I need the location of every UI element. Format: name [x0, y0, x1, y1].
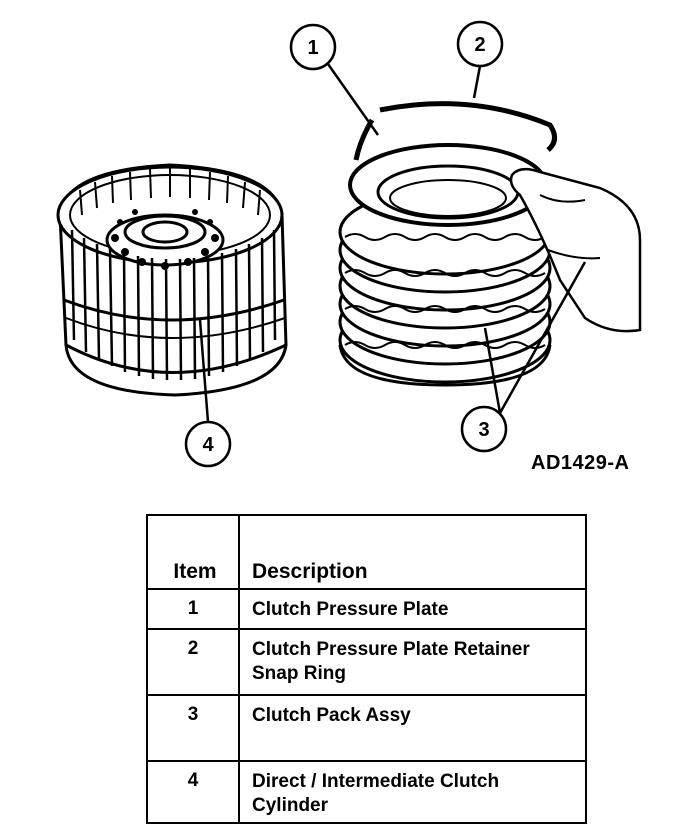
- figure-reference-code: AD1429-A: [531, 452, 630, 474]
- item-description: Clutch Pressure Plate Retainer Snap Ring: [238, 628, 587, 696]
- item-description: Clutch Pressure Plate: [238, 588, 587, 630]
- callout-2: 2: [456, 20, 504, 99]
- clutch-assembly-illustration: 1 2 3 4: [56, 20, 642, 468]
- description-column-header: Description: [238, 514, 587, 590]
- svg-text:4: 4: [202, 434, 214, 456]
- item-number: 2: [146, 628, 240, 696]
- item-number: 4: [146, 760, 240, 824]
- svg-text:1: 1: [307, 37, 318, 59]
- callout-4: 4: [184, 319, 232, 468]
- item-description: Clutch Pack Assy: [238, 694, 587, 762]
- table-row: 2 Clutch Pressure Plate Retainer Snap Ri…: [146, 628, 587, 696]
- clutch-cylinder-drawing: [56, 163, 288, 397]
- table-row: 1 Clutch Pressure Plate: [146, 588, 587, 630]
- table-row: 4 Direct / Intermediate Clutch Cylinder: [146, 760, 587, 824]
- callout-1: 1: [289, 23, 380, 136]
- callout-3: 3: [460, 261, 587, 453]
- parts-legend-table: Item Description 1 Clutch Pressure Plate…: [146, 514, 587, 824]
- item-description: Direct / Intermediate Clutch Cylinder: [238, 760, 587, 824]
- svg-text:2: 2: [474, 34, 485, 56]
- svg-text:3: 3: [478, 419, 489, 441]
- item-number: 1: [146, 588, 240, 630]
- table-row: 3 Clutch Pack Assy: [146, 694, 587, 762]
- legend-header-row: Item Description: [146, 514, 587, 590]
- item-number: 3: [146, 694, 240, 762]
- clutch-pack-drawing: [338, 101, 642, 387]
- item-column-header: Item: [146, 514, 240, 590]
